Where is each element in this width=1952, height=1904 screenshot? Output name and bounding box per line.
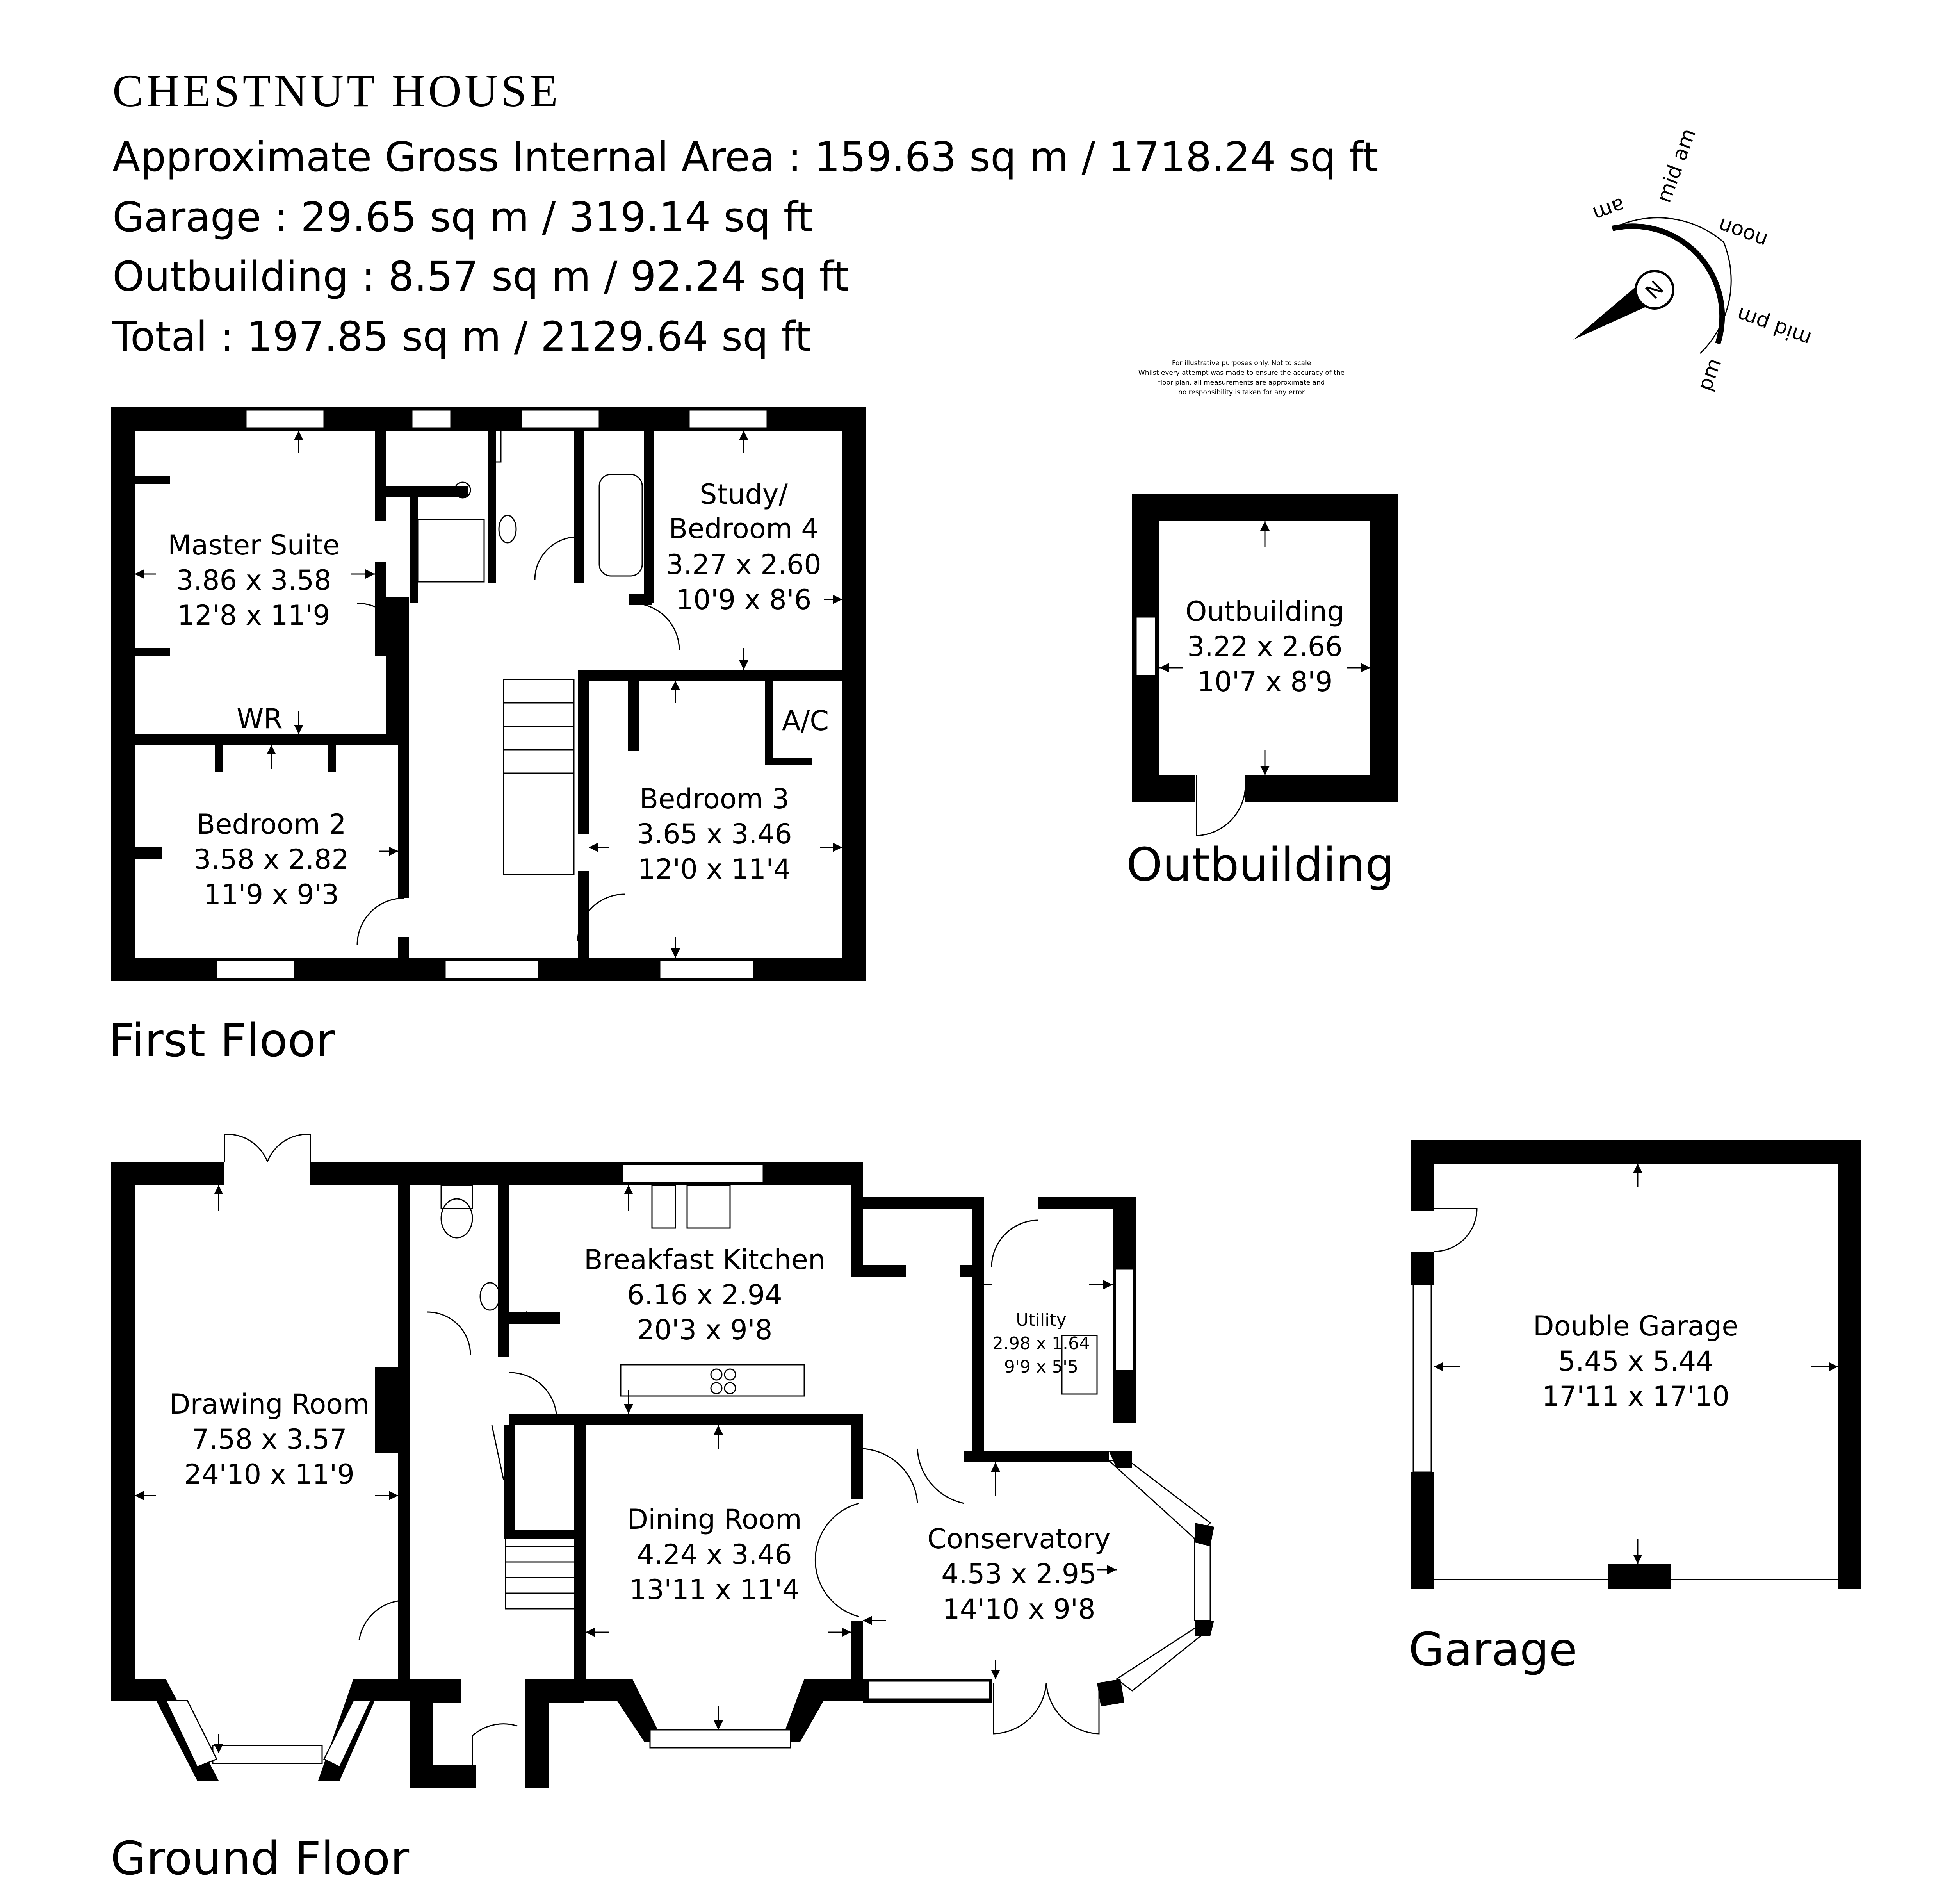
room-name-dining-room: Dining Room [627,1503,802,1535]
room-name-outbuilding: Outbuilding [1185,595,1344,628]
room-size-metric: 7.58 x 3.57 [192,1423,347,1455]
room-size-imperial: 10'9 x 8'6 [676,584,811,616]
compass-pm: pm [1693,355,1726,394]
disclaimer-line: Whilst every attempt was made to ensure … [1138,369,1345,377]
gross-internal-area: Approximate Gross Internal Area : 159.63… [112,133,1378,181]
room-size-metric: 3.58 x 2.82 [194,843,349,875]
room-name-utility: Utility [1016,1310,1066,1330]
room-size-imperial: 24'10 x 11'9 [184,1458,354,1490]
compass-icon: N am mid am noon mid pm pm [1573,125,1815,394]
disclaimer-line: floor plan, all measurements are approxi… [1158,379,1325,387]
compass-noon: noon [1715,213,1770,253]
room-size-metric: 3.86 x 3.58 [176,564,331,596]
disclaimer: For illustrative purposes only. Not to s… [1138,359,1345,396]
room-size-metric: 5.45 x 5.44 [1558,1345,1713,1377]
room-size-imperial: 12'0 x 11'4 [638,853,791,885]
room-name-bedroom-2: Bedroom 2 [196,808,346,840]
garage-plan: Double Garage 5.45 x 5.44 17'11 x 17'10 [1411,1140,1861,1589]
garage-area: Garage : 29.65 sq m / 319.14 sq ft [112,193,813,241]
ground-floor-plan: Drawing Room 7.58 x 3.57 24'10 x 11'9 Br… [111,1134,1214,1788]
room-size-imperial: 17'11 x 17'10 [1542,1380,1730,1412]
room-size-imperial: 11'9 x 9'3 [203,879,339,911]
room-size-imperial: 20'3 x 9'8 [637,1314,772,1346]
room-size-metric: 4.24 x 3.46 [637,1539,792,1571]
room-size-imperial: 12'8 x 11'9 [177,599,330,631]
room-name-double-garage: Double Garage [1533,1310,1739,1342]
room-size-metric: 4.53 x 2.95 [941,1558,1097,1590]
room-name-wardrobe: WR [237,703,283,735]
room-name-master-suite: Master Suite [168,529,340,561]
disclaimer-line: no responsibility is taken for any error [1178,389,1305,396]
floor-label-ground: Ground Floor [110,1831,410,1885]
room-size-metric: 3.65 x 3.46 [637,818,792,850]
floor-label-outbuilding: Outbuilding [1126,838,1395,891]
outbuilding-area: Outbuilding : 8.57 sq m / 92.24 sq ft [112,253,849,300]
room-size-metric: 3.22 x 2.66 [1187,631,1343,663]
room-name-drawing-room: Drawing Room [169,1388,370,1420]
room-name-bedroom-3: Bedroom 3 [639,783,789,815]
first-floor-plan: Master Suite 3.86 x 3.58 12'8 x 11'9 WR … [111,407,866,981]
room-name-conservatory: Conservatory [927,1523,1110,1555]
room-size-metric: 2.98 x 1.64 [992,1334,1090,1353]
room-size-metric: 6.16 x 2.94 [627,1279,782,1311]
floor-label-garage: Garage [1409,1622,1577,1676]
compass-mid-pm: mid pm [1734,302,1815,351]
room-size-metric: 3.27 x 2.60 [666,549,821,581]
room-name-study: Study/ [700,478,788,510]
disclaimer-line: For illustrative purposes only. Not to s… [1172,359,1311,367]
room-size-imperial: 9'9 x 5'5 [1004,1357,1078,1377]
room-name-breakfast-kitchen: Breakfast Kitchen [584,1244,826,1276]
room-size-imperial: 14'10 x 9'8 [942,1593,1095,1625]
room-size-imperial: 10'7 x 8'9 [1197,666,1332,698]
compass-needle-icon [1573,285,1655,340]
total-area: Total : 197.85 sq m / 2129.64 sq ft [112,313,811,360]
compass-mid-am: mid am [1652,125,1701,206]
compass-am: am [1590,193,1628,226]
room-name-airing-cupboard: A/C [782,705,829,737]
floor-label-first: First Floor [109,1013,335,1067]
room-size-imperial: 13'11 x 11'4 [629,1574,800,1606]
property-title: CHESTNUT HOUSE [112,65,561,116]
outbuilding-plan: Outbuilding 3.22 x 2.66 10'7 x 8'9 [1132,494,1398,836]
room-name-bedroom-4: Bedroom 4 [669,513,818,545]
